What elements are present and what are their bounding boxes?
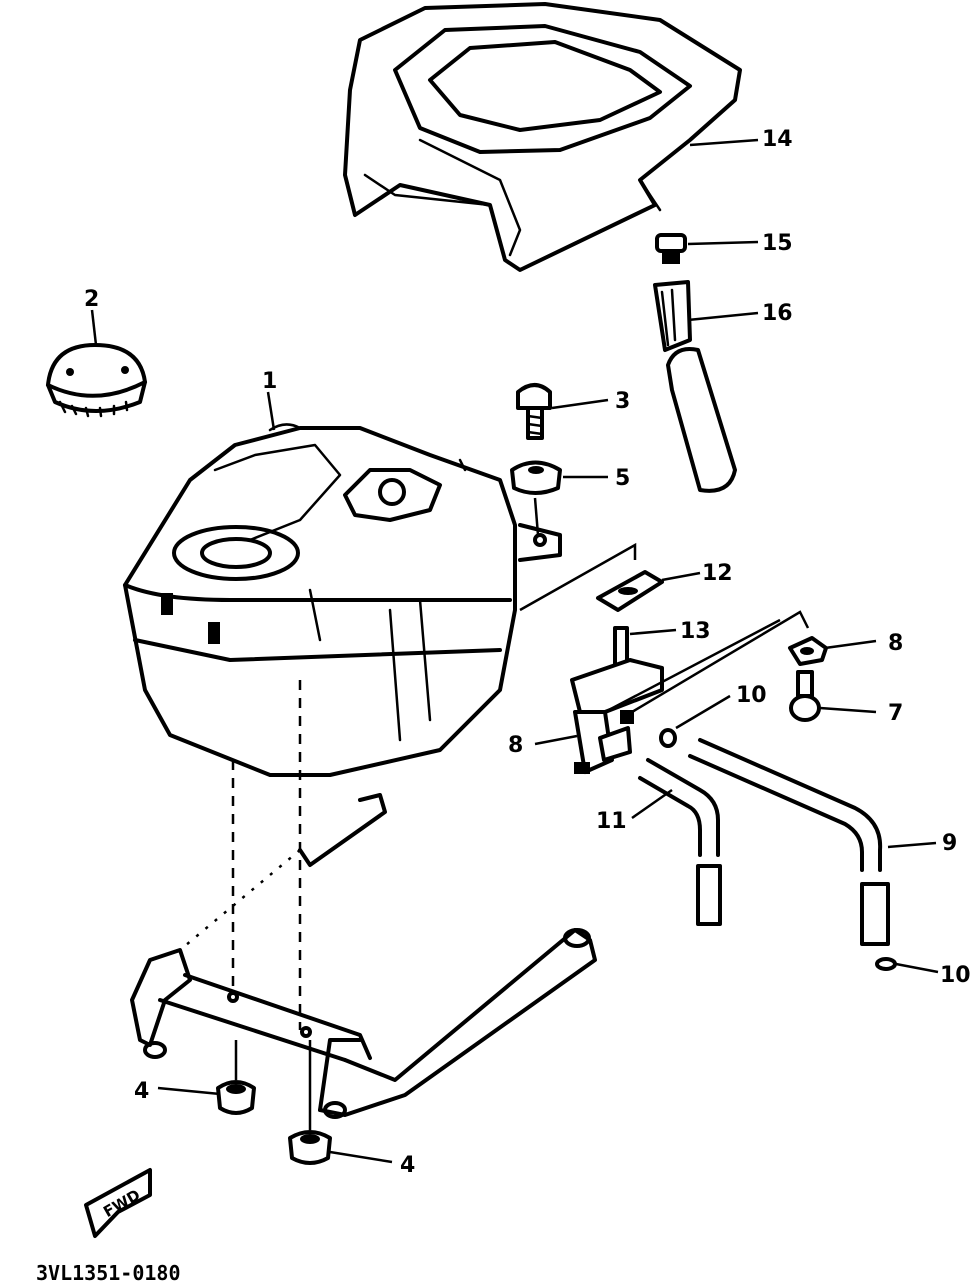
bolt [516,383,552,440]
drain-hose [653,280,737,493]
screw [789,670,821,722]
callout-11: 11 [596,809,627,834]
fuel-tank [123,423,562,777]
callout-8: 8 [508,733,523,758]
callout-3: 3 [615,389,630,414]
callout-4: 4 [400,1153,415,1178]
vacuum-hose [638,758,722,926]
fuel-cap [46,343,147,418]
callout-5: 5 [615,466,630,491]
leader-lines [90,138,939,1164]
rubber-mount [288,1130,332,1165]
front-direction-arrow-icon: FWD [84,1168,152,1238]
callout-10: 10 [940,963,970,988]
callout-7: 7 [888,701,903,726]
hose-clip [875,957,897,971]
callout-labels: 1 2 3 4 4 5 7 8 8 9 10 10 11 12 13 14 15… [84,127,970,1178]
damper-washer [510,460,562,495]
fuel-hose [688,738,890,946]
cover-shroud [343,2,742,272]
callout-4: 4 [134,1079,149,1104]
callout-9: 9 [942,831,957,856]
callout-13: 13 [680,619,711,644]
callout-10: 10 [736,683,767,708]
callout-14: 14 [762,127,793,152]
callout-1: 1 [262,369,277,394]
callout-16: 16 [762,301,793,326]
grommet [655,233,687,264]
diagram-code: 3VL1351-0180 [36,1261,181,1285]
callout-8: 8 [888,631,903,656]
frame-tubes [130,793,597,1119]
rubber-mount [216,1080,256,1115]
callout-2: 2 [84,287,99,312]
fuel-cock [570,626,664,774]
callout-12: 12 [702,561,733,586]
callout-15: 15 [762,231,793,256]
hose-clip [659,728,677,748]
assembly-guides [231,497,810,1130]
mounting-plate [596,570,664,612]
nut [788,636,828,666]
